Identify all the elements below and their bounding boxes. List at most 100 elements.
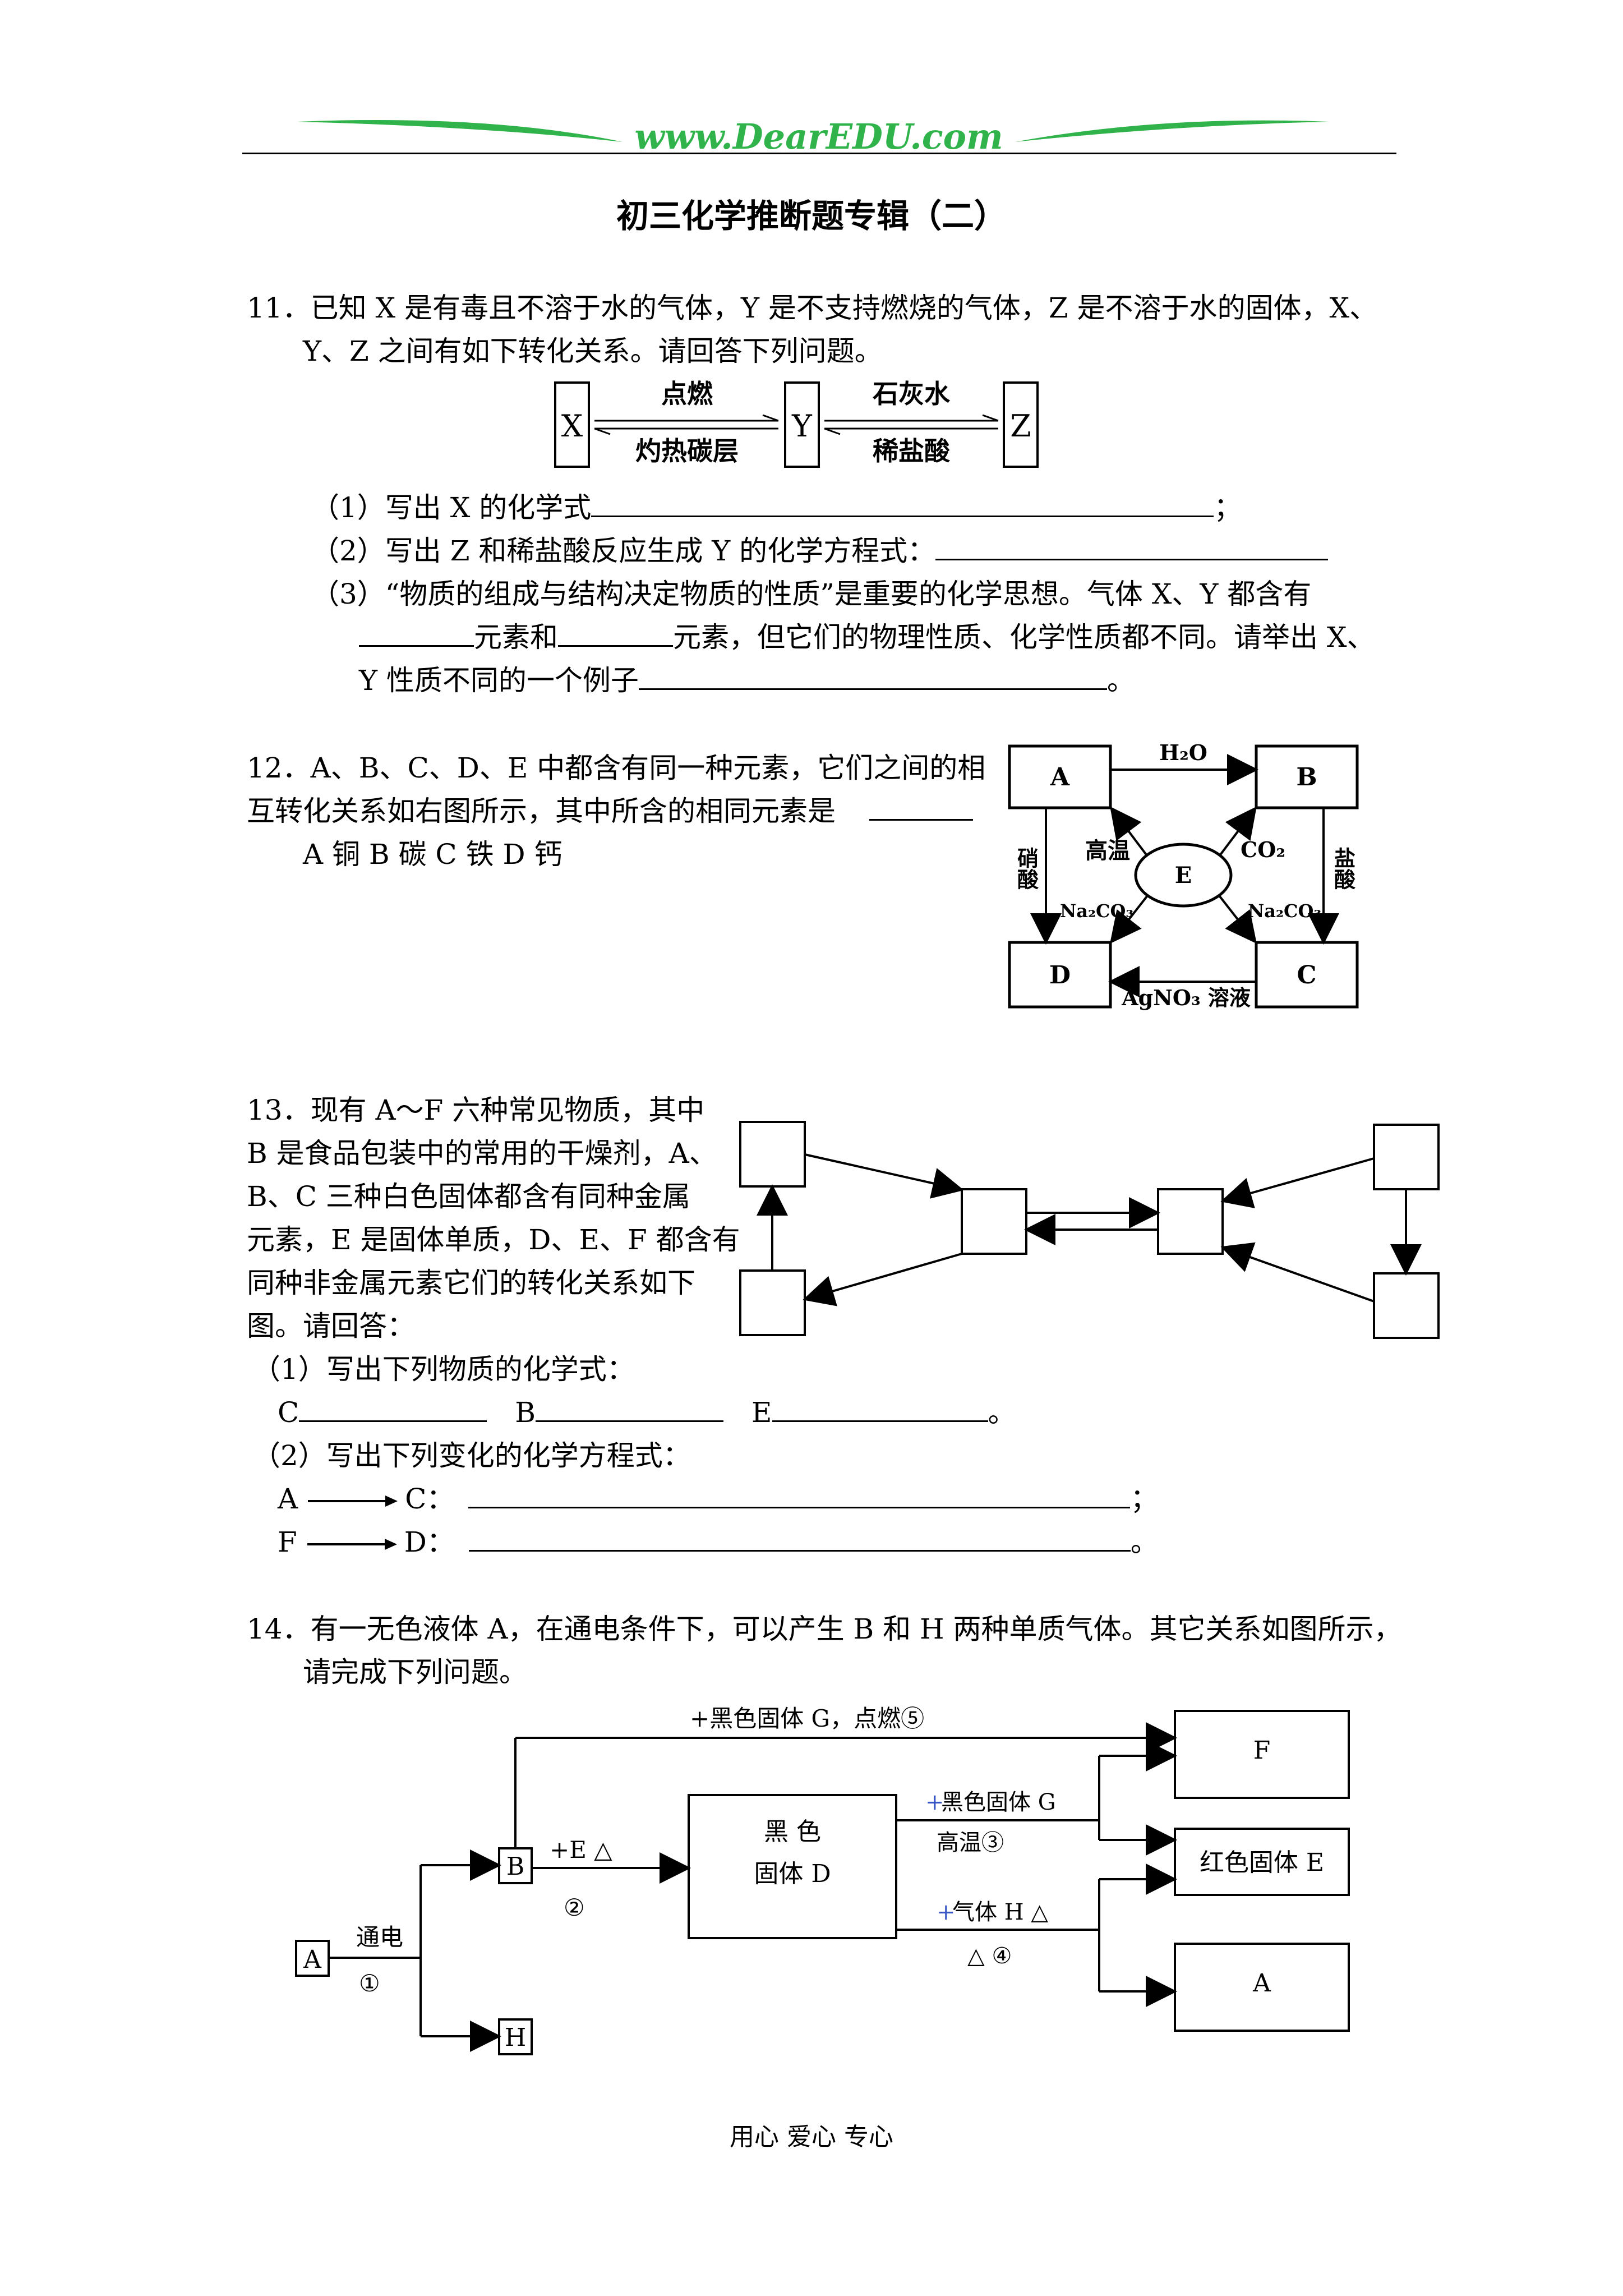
q13-box-b xyxy=(739,1269,806,1336)
q11-xy-bottom: 灼热碳层 xyxy=(635,436,739,466)
q12-ellipse-e-label: E xyxy=(1175,862,1192,889)
logo-swoosh-left xyxy=(297,119,623,142)
q11-box-z xyxy=(1003,381,1039,468)
q12-label-ed: Na₂CO₃ xyxy=(1060,900,1133,922)
q13-arrow-ac xyxy=(804,1153,964,1199)
q11-sub1: （1）写出 X 的化学式； xyxy=(311,486,1242,530)
q13-blank-b[interactable] xyxy=(536,1391,724,1422)
q13-eq1-arrow xyxy=(308,1496,398,1507)
q11-blank-1[interactable] xyxy=(591,486,1214,517)
q12-label-eb: CO₂ xyxy=(1241,837,1285,862)
q11-box-x-label: X xyxy=(561,408,583,444)
q12-box-b-label: B xyxy=(1296,763,1317,792)
q13-sub2: （2）写出下列变化的化学方程式： xyxy=(252,1439,691,1472)
q13-line4: 元素，E 是固体单质，D、E、F 都含有 xyxy=(247,1223,740,1256)
q11-blank-4[interactable] xyxy=(558,616,673,647)
q12-box-c-label: C xyxy=(1297,961,1316,990)
q12-arrow-ea xyxy=(1110,806,1148,857)
q12-box-c xyxy=(1255,941,1359,1009)
q13-blank-eq1[interactable] xyxy=(468,1478,1131,1508)
q14-box-b-label: B xyxy=(506,1852,524,1881)
q12-arrow-ed xyxy=(1110,895,1148,944)
q13-blank-eq2[interactable] xyxy=(468,1521,1131,1552)
q13-box-f xyxy=(1373,1124,1440,1190)
q14-box-e-label: 红色固体 E xyxy=(1200,1848,1324,1877)
q14-box-e xyxy=(1174,1828,1350,1896)
q14-h-cond-plus: + xyxy=(937,1899,956,1925)
q13-arrow-fd xyxy=(1220,1157,1375,1208)
q12-label-ae: 高温 xyxy=(1085,838,1130,864)
q13-diagram xyxy=(739,1121,1440,1339)
q13-box-d xyxy=(1157,1188,1224,1255)
q12-arrow-ec xyxy=(1219,895,1257,944)
q13-arrow-ed xyxy=(1220,1242,1375,1303)
q11-diagram: X Y Z 点燃 灼热碳层 石灰水 稀盐酸 xyxy=(554,379,1039,468)
q14-be-cond: +E △ xyxy=(550,1836,612,1864)
q14-g-cond: 黑色固体 G xyxy=(941,1789,1056,1815)
q14-box-a-label: A xyxy=(303,1945,322,1974)
q11-box-x xyxy=(554,381,590,468)
q13-sub1: （1）写出下列物质的化学式： xyxy=(252,1353,635,1386)
q12-options: A 铜 B 碳 C 铁 D 钙 xyxy=(303,838,562,871)
q11-box-y xyxy=(784,381,820,468)
q14-elec: 通电 xyxy=(356,1924,403,1951)
q11-yz-top: 石灰水 xyxy=(873,379,951,409)
q12-box-a xyxy=(1008,744,1112,809)
q12-blank[interactable] xyxy=(869,790,973,821)
q11-sub3-line2: 元素和元素，但它们的物理性质、化学性质都不同。请举出 X、 xyxy=(359,615,1375,659)
q12-label-ec: Na₂CO₃ xyxy=(1248,900,1321,922)
q14-box-h-label: H xyxy=(505,2023,526,2052)
q13-eq2-arrow xyxy=(307,1539,397,1550)
q11-sub3-line1: （3）“物质的组成与结构决定物质的性质”是重要的化学思想。气体 X、Y 都含有 xyxy=(311,578,1312,610)
q11-xy-top: 点燃 xyxy=(661,379,713,409)
q14-h-cond2: △ ④ xyxy=(967,1943,1012,1969)
q12-line2: 互转化关系如右图所示，其中所含的相同元素是 xyxy=(247,789,973,833)
q12-label-ad: 硝酸 xyxy=(1014,847,1039,890)
q14-box-d-label1: 黑 色 xyxy=(764,1818,821,1846)
q12-label-cd: AgNO₃ 溶液 xyxy=(1121,985,1251,1010)
q14-step2: ② xyxy=(564,1894,585,1921)
q12-label-ab: H₂O xyxy=(1159,740,1207,765)
q14-g-cond2: 高温③ xyxy=(937,1830,1004,1856)
q14-diagram: A B H 黑 色 固体 D F 红色固体 E A 通电 ① +黑色固体 G，点… xyxy=(295,1705,1350,2055)
page-title: 初三化学推断题专辑（二） xyxy=(616,197,1007,235)
q14-line2: 请完成下列问题。 xyxy=(303,1656,527,1688)
q11-box-y-label: Y xyxy=(791,408,813,444)
q14-g-cond-plus: + xyxy=(925,1789,944,1815)
q14-box-f-label: F xyxy=(1253,1736,1271,1765)
q13-blank-c[interactable] xyxy=(299,1391,487,1422)
q14-step1: ① xyxy=(359,1970,380,1997)
page-footer: 用心 爱心 专心 xyxy=(730,2123,893,2151)
q13-line2: B 是食品包装中的常用的干燥剂，A、 xyxy=(247,1137,717,1170)
q12-box-d-label: D xyxy=(1049,961,1071,990)
q11-box-z-label: Z xyxy=(1010,408,1031,444)
q12-label-bc: 盐酸 xyxy=(1331,847,1356,890)
q13-line3: B、C 三种白色固体都含有同种金属 xyxy=(247,1180,690,1213)
q12-box-a-label: A xyxy=(1050,763,1070,792)
q13-line1: 13．现有 A～F 六种常见物质，其中 xyxy=(247,1094,705,1126)
q11-sub3-line3: Y 性质不同的一个例子。 xyxy=(359,659,1135,702)
q13-line5: 同种非金属元素它们的转化关系如下 xyxy=(247,1267,695,1299)
q13-line6: 图。请回答： xyxy=(247,1310,415,1342)
q11-blank-5[interactable] xyxy=(638,659,1107,690)
q13-blank-e[interactable] xyxy=(772,1391,988,1422)
q11-yz-bottom: 稀盐酸 xyxy=(873,436,951,466)
q14-top-cond: +黑色固体 G，点燃⑤ xyxy=(690,1705,924,1732)
q11-blank-2[interactable] xyxy=(935,530,1329,560)
q14-box-d-label2: 固体 D xyxy=(754,1860,831,1888)
q11-blank-3[interactable] xyxy=(359,616,474,647)
q14-line1: 14．有一无色液体 A，在通电条件下，可以产生 B 和 H 两种单质气体。其它关… xyxy=(247,1613,1402,1645)
header-rule xyxy=(242,153,1396,154)
q13-box-e xyxy=(1373,1272,1440,1339)
q13-box-c xyxy=(961,1188,1027,1255)
q12-arrow-eb xyxy=(1219,806,1257,857)
q13-box-a xyxy=(739,1121,806,1188)
q13-arrow-cb xyxy=(803,1253,962,1306)
q14-box-a2-label: A xyxy=(1252,1969,1271,1998)
q12-line1: 12．A、B、C、D、E 中都含有同一种元素，它们之间的相 xyxy=(247,752,986,784)
q12-ellipse-e xyxy=(1134,843,1233,908)
header-logo: www.DearEDU.com xyxy=(297,116,1329,157)
